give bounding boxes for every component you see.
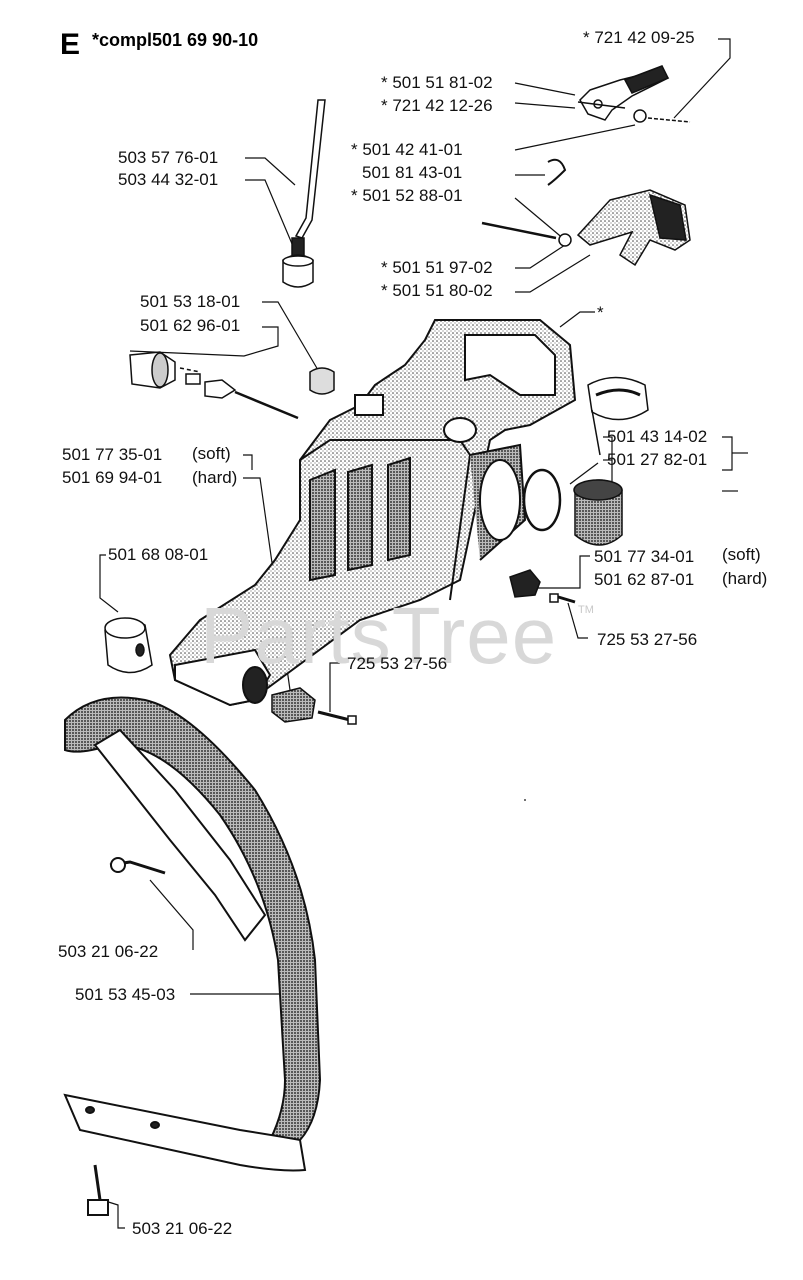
front-handle-bar [63, 696, 322, 1216]
part-label[interactable]: 503 44 32-01 [118, 170, 219, 189]
part-label[interactable]: 503 21 06-22 [58, 942, 159, 961]
part-label[interactable]: 501 62 87-01 [594, 570, 695, 589]
part-label[interactable]: * 501 42 41-01 [351, 140, 463, 159]
part-label[interactable]: * 501 51 80-02 [381, 281, 493, 300]
part-label[interactable]: 503 21 06-22 [132, 1219, 233, 1238]
rubber-buffer-left [104, 617, 153, 674]
part-label[interactable]: * 721 42 09-25 [583, 28, 695, 47]
av-damper-bottom [271, 687, 357, 725]
part-label[interactable]: 501 62 96-01 [140, 316, 241, 335]
part-label[interactable]: 725 53 27-56 [347, 654, 448, 673]
part-label[interactable]: 501 81 43-01 [362, 163, 463, 182]
assembly-star: * [597, 303, 604, 322]
av-damper-right [509, 569, 576, 604]
fuel-pickup-parts [129, 351, 335, 420]
part-label[interactable]: * 501 51 97-02 [381, 258, 493, 277]
part-label[interactable]: 501 53 45-03 [75, 985, 176, 1004]
part-label[interactable]: 501 77 35-01 [62, 445, 163, 464]
part-label[interactable]: 501 77 34-01 [594, 547, 695, 566]
part-label[interactable]: * 721 42 12-26 [381, 96, 493, 115]
part-label[interactable]: 503 57 76-01 [118, 148, 219, 167]
variant-soft: (soft) [722, 545, 761, 564]
part-label[interactable]: 725 53 27-56 [597, 630, 698, 649]
diagram-title: *compl501 69 90-10 [92, 30, 259, 50]
section-letter: E [60, 28, 81, 61]
part-label[interactable]: 501 68 08-01 [108, 545, 209, 564]
watermark: PartsTree [200, 591, 558, 680]
tank-cap-group [522, 376, 649, 546]
rear-handle-body [168, 319, 577, 707]
throttle-trigger-group [481, 65, 691, 267]
part-label[interactable]: 501 53 18-01 [140, 292, 241, 311]
part-label[interactable]: 501 69 94-01 [62, 468, 163, 487]
stray-dot [524, 799, 526, 801]
fuel-hose-filter [282, 99, 326, 288]
variant-soft: (soft) [192, 444, 231, 463]
watermark-tm: TM [578, 604, 594, 616]
part-label[interactable]: 501 43 14-02 [607, 427, 708, 446]
part-label[interactable]: 501 27 82-01 [607, 450, 708, 469]
part-label[interactable]: * 501 52 88-01 [351, 186, 463, 205]
variant-hard: (hard) [192, 468, 238, 487]
part-label[interactable]: * 501 51 81-02 [381, 73, 493, 92]
variant-hard: (hard) [722, 569, 768, 588]
